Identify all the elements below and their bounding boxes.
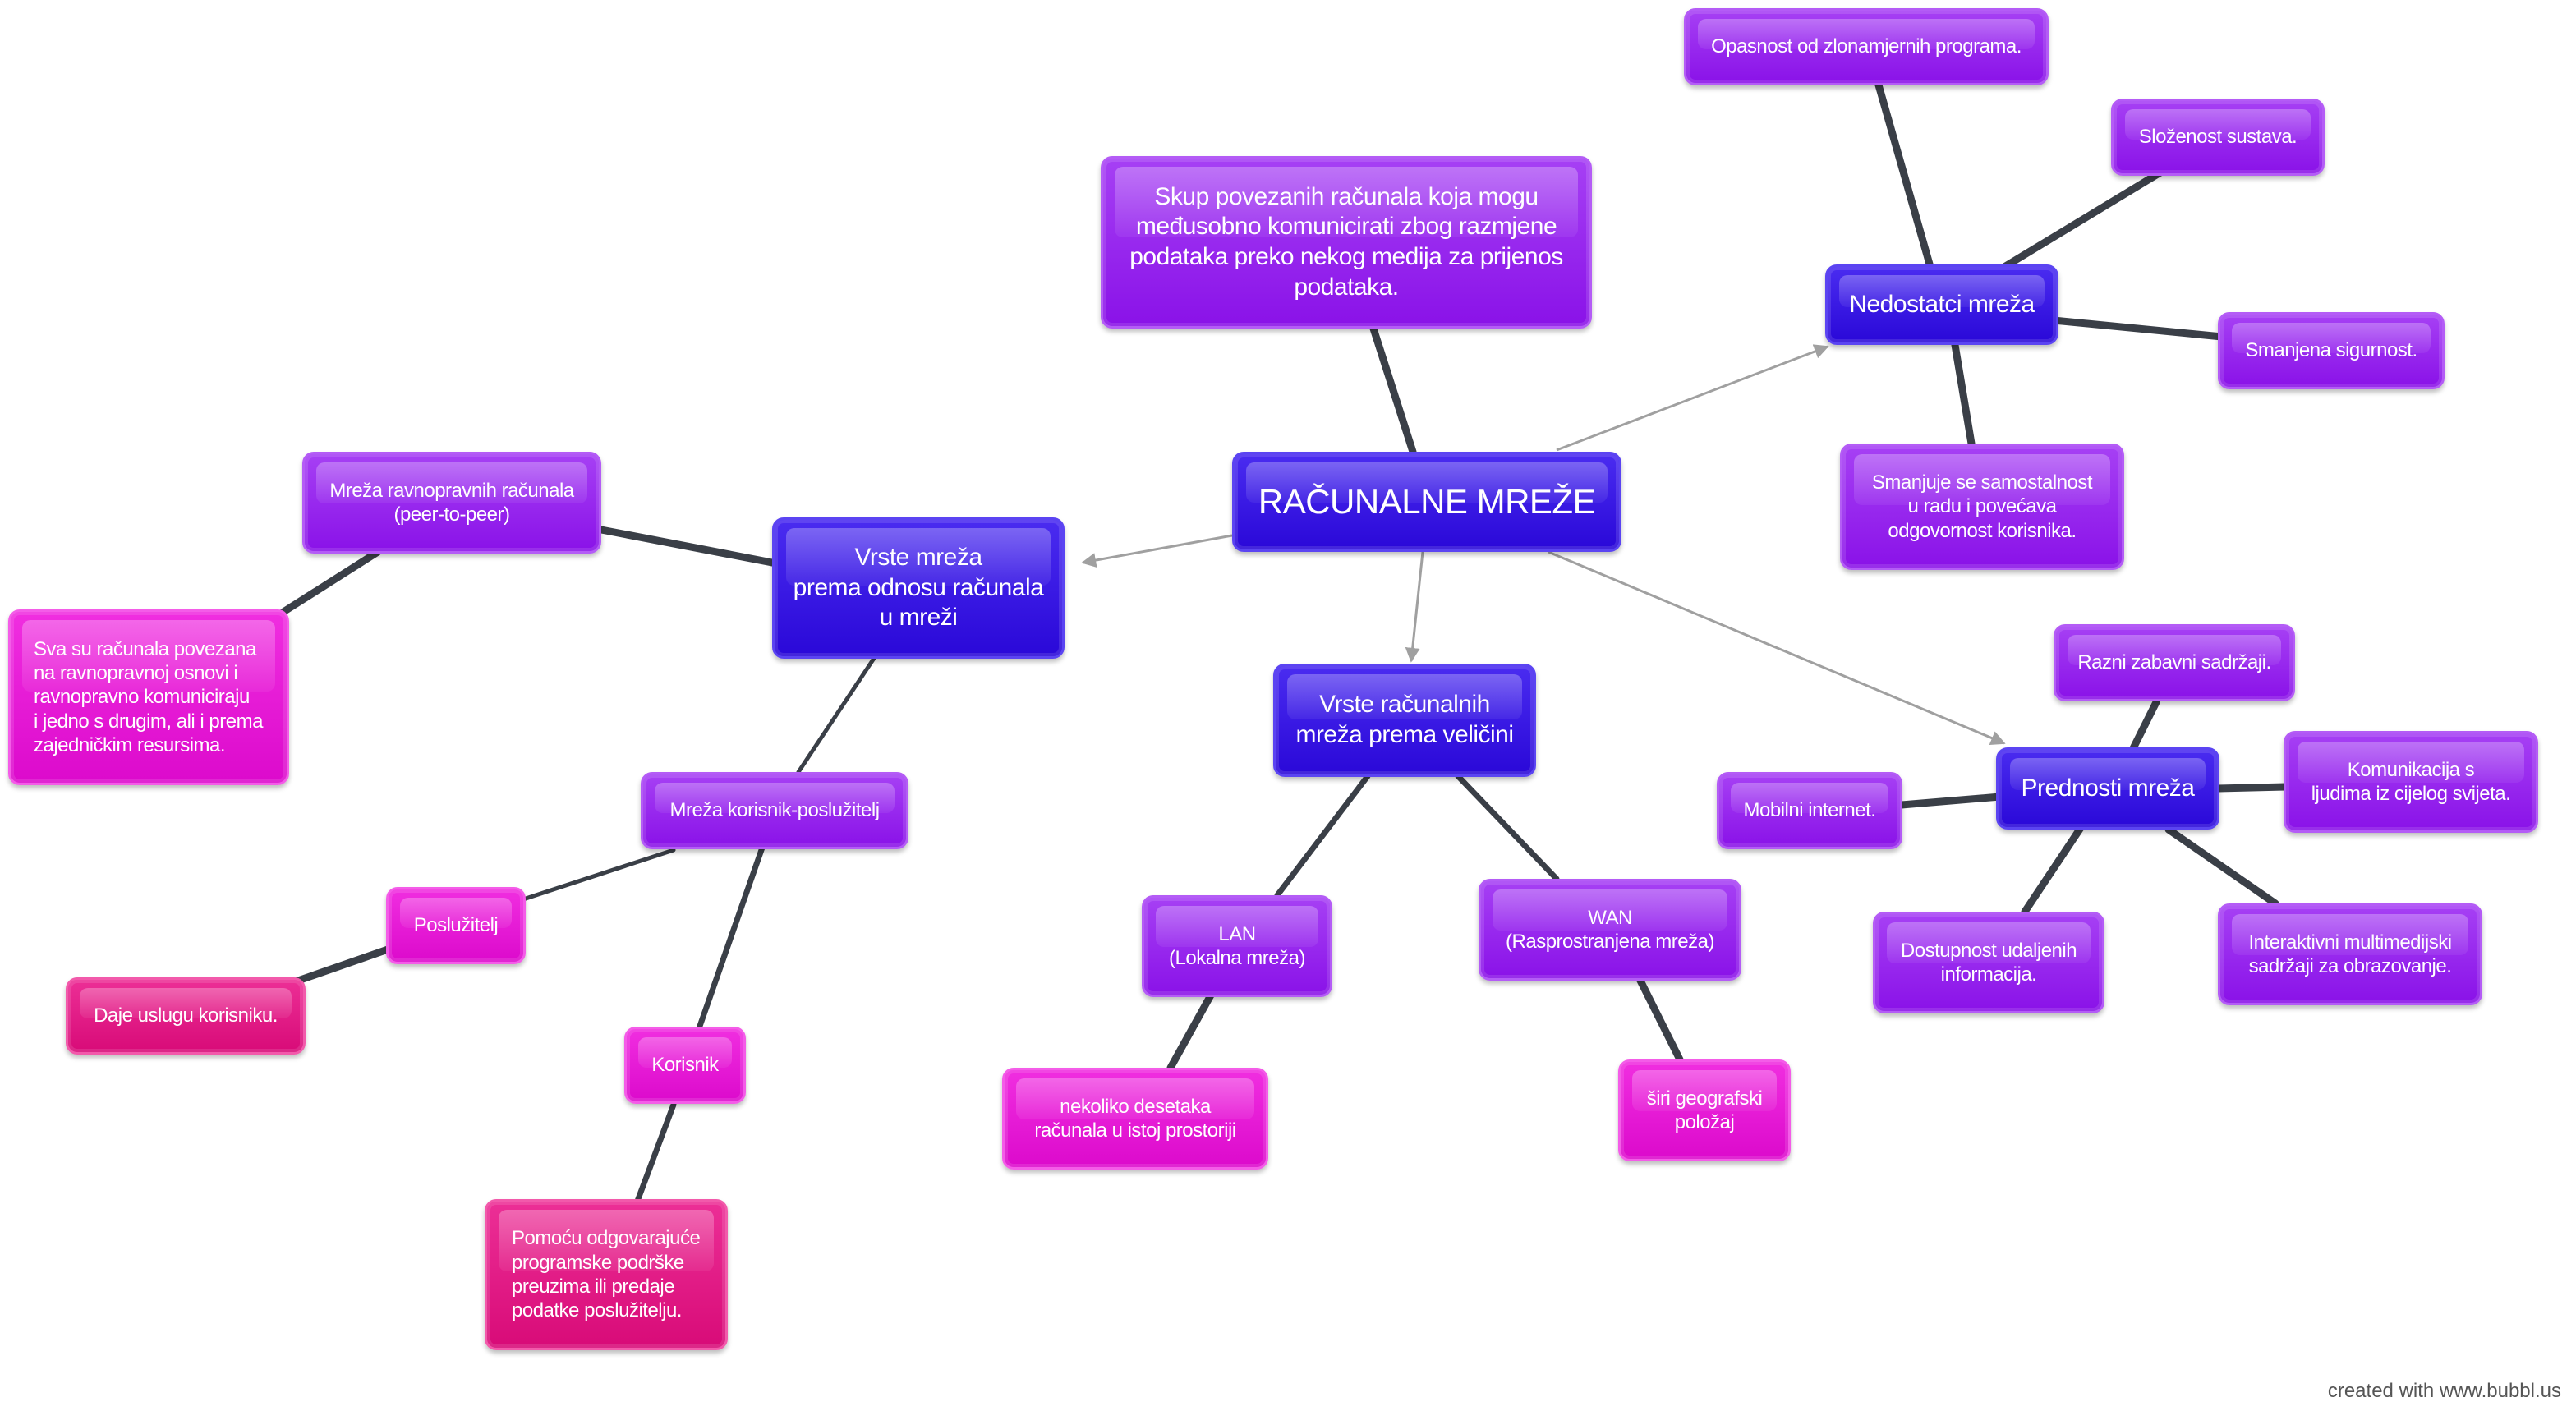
disadvantage-security-label: Smanjena sigurnost.: [2245, 339, 2417, 362]
edge-center-definition: [1369, 324, 1417, 456]
edge-adv-communication: [2214, 783, 2289, 793]
arrow-center-relation: [1081, 534, 1233, 568]
size-types-node-label: Vrste računalnih mreža prema veličini: [1295, 691, 1514, 748]
disadvantage-malware-label: Opasnost od zlonamjernih programa.: [1711, 35, 2022, 58]
server-desc-label: Daje uslugu korisniku.: [94, 1004, 278, 1027]
advantage-multimedia-label: Interaktivni multimedijski sadržaji za o…: [2248, 931, 2452, 977]
arrow-center-size: [1405, 551, 1424, 663]
edge-disadv-malware: [1874, 78, 1934, 271]
disadvantage-security-node[interactable]: Smanjena sigurnost.: [2218, 312, 2445, 389]
disadvantage-autonomy-node[interactable]: Smanjuje se samostalnost u radu i poveća…: [1840, 444, 2124, 570]
relation-types-node-label: Vrste mreža prema odnosu računala u mrež…: [793, 544, 1044, 632]
edge-relation-p2p: [597, 526, 776, 567]
lan-node[interactable]: LAN (Lokalna mreža): [1142, 895, 1332, 997]
disadvantage-complexity-label: Složenost sustava.: [2138, 126, 2298, 149]
disadvantages-node-label: Nedostatci mreža: [1849, 290, 2035, 318]
edge-lan-desc: [1166, 990, 1216, 1072]
relation-types-node[interactable]: Vrste mreža prema odnosu računala u mrež…: [772, 517, 1065, 659]
advantages-node-label: Prednosti mreža: [2021, 774, 2195, 802]
wan-node-label: WAN (Rasprostranjena mreža): [1506, 906, 1714, 953]
advantage-remote-node[interactable]: Dostupnost udaljenih informacija.: [1873, 912, 2104, 1013]
edge-adv-entertainment: [2128, 698, 2160, 756]
client-desc-label: Pomoću odgovarajuće programske podrške p…: [512, 1227, 701, 1322]
arrow-center-advantages: [1548, 550, 2006, 746]
p2p-node[interactable]: Mreža ravnopravnih računala (peer-to-pee…: [302, 452, 601, 554]
server-desc-node[interactable]: Daje uslugu korisniku.: [66, 977, 306, 1055]
lan-desc-label: nekoliko desetaka računala u istoj prost…: [1034, 1095, 1236, 1142]
advantage-entertainment-label: Razni zabavni sadržaji.: [2077, 651, 2271, 674]
disadvantage-complexity-node[interactable]: Složenost sustava.: [2111, 99, 2325, 176]
edge-disadv-security: [2049, 316, 2226, 341]
client-node-label: Korisnik: [651, 1054, 719, 1077]
edge-adv-multimedia: [2164, 825, 2279, 908]
edge-disadv-autonomy: [1951, 341, 1976, 448]
p2p-desc-node[interactable]: Sva su računala povezana na ravnopravnoj…: [8, 609, 289, 785]
edge-disadv-complexity: [2000, 168, 2164, 271]
root-node-label: RAČUNALNE MREŽE: [1258, 482, 1596, 522]
advantage-mobile-node[interactable]: Mobilni internet.: [1717, 772, 1902, 849]
edge-size-lan: [1274, 773, 1371, 899]
p2p-desc-label: Sva su računala povezana na ravnopravnoj…: [34, 637, 263, 756]
footer-credit: created with www.bubbl.us: [2327, 1380, 2561, 1402]
client-server-node[interactable]: Mreža korisnik-poslužitelj: [641, 772, 908, 849]
disadvantage-malware-node[interactable]: Opasnost od zlonamjernih programa.: [1684, 8, 2049, 85]
wan-desc-node[interactable]: širi geografski položaj: [1618, 1059, 1791, 1161]
edge-size-wan: [1455, 773, 1560, 882]
definition-node[interactable]: Skup povezanih računala koja mogu međuso…: [1101, 156, 1592, 329]
server-node-label: Poslužitelj: [413, 914, 499, 937]
edge-cs-client: [695, 844, 766, 1034]
advantage-entertainment-node[interactable]: Razni zabavni sadržaji.: [2054, 624, 2295, 701]
lan-desc-node[interactable]: nekoliko desetaka računala u istoj prost…: [1002, 1068, 1268, 1170]
p2p-node-label: Mreža ravnopravnih računala (peer-to-pee…: [329, 479, 574, 526]
arrow-center-disadvantages: [1556, 344, 1829, 452]
advantage-multimedia-node[interactable]: Interaktivni multimedijski sadržaji za o…: [2218, 903, 2482, 1005]
server-node[interactable]: Poslužitelj: [386, 887, 526, 964]
disadvantages-node[interactable]: Nedostatci mreža: [1825, 264, 2058, 345]
advantage-communication-node[interactable]: Komunikacija s ljudima iz cijelog svijet…: [2284, 731, 2538, 833]
size-types-node[interactable]: Vrste računalnih mreža prema veličini: [1273, 664, 1536, 777]
advantage-remote-label: Dostupnost udaljenih informacija.: [1900, 939, 2077, 986]
lan-node-label: LAN (Lokalna mreža): [1169, 922, 1305, 969]
wan-desc-label: širi geografski položaj: [1646, 1087, 1763, 1133]
edge-relation-client-server: [796, 655, 877, 774]
client-desc-node[interactable]: Pomoću odgovarajuće programske podrške p…: [485, 1199, 728, 1350]
edge-p2p-desc: [279, 548, 382, 616]
advantages-node[interactable]: Prednosti mreža: [1996, 747, 2220, 830]
edge-adv-mobile: [1898, 793, 2004, 809]
client-node[interactable]: Korisnik: [624, 1027, 746, 1104]
wan-node[interactable]: WAN (Rasprostranjena mreža): [1479, 879, 1741, 981]
edge-adv-remote: [2021, 821, 2086, 916]
edge-wan-desc: [1635, 973, 1684, 1064]
disadvantage-autonomy-label: Smanjuje se samostalnost u radu i poveća…: [1871, 471, 2093, 542]
advantage-communication-label: Komunikacija s ljudima iz cijelog svijet…: [2311, 758, 2511, 805]
edge-cs-server: [521, 848, 676, 902]
edge-server-desc: [292, 944, 394, 986]
definition-node-label: Skup povezanih računala koja mogu međuso…: [1129, 182, 1563, 301]
advantage-mobile-label: Mobilni internet.: [1743, 799, 1876, 822]
edge-client-desc: [633, 1101, 677, 1206]
client-server-node-label: Mreža korisnik-poslužitelj: [669, 799, 880, 822]
root-node[interactable]: RAČUNALNE MREŽE: [1232, 452, 1622, 552]
